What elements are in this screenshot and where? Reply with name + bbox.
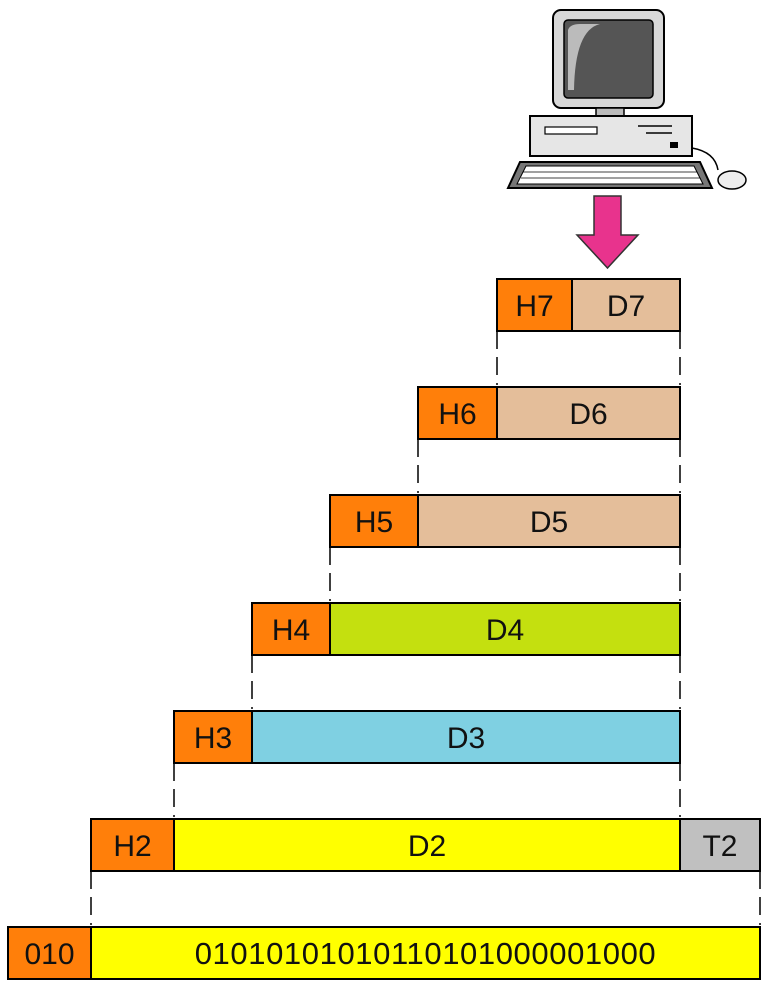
desktop-computer-icon [506, 9, 747, 190]
header-h7-label: H7 [515, 290, 553, 323]
data-d2 [173, 818, 681, 872]
data-d6 [496, 386, 681, 440]
connector-l7-l6 [496, 331, 681, 385]
header-h2-label: H2 [113, 830, 151, 863]
data-d4 [329, 602, 681, 656]
data-d5-label: D5 [530, 506, 568, 539]
connector-l5-l4 [329, 547, 681, 601]
layer-5: H5 D5 [329, 494, 681, 548]
layer-7: H7 D7 [496, 278, 681, 332]
data-d3 [251, 710, 681, 764]
header-h4-label: H4 [272, 614, 310, 647]
layer-6: H6 D6 [417, 386, 681, 440]
connector-l4-l3 [251, 655, 681, 709]
data-d2-label: D2 [408, 830, 446, 863]
header-h6-label: H6 [438, 398, 476, 431]
header-h2 [90, 818, 175, 872]
down-arrow-icon [575, 195, 640, 270]
header-bits-label: 010 [24, 938, 74, 971]
header-h6 [417, 386, 498, 440]
connector-l3-l2 [173, 763, 681, 817]
layer-3: H3 D3 [173, 710, 681, 764]
data-d3-label: D3 [447, 722, 485, 755]
data-d6-label: D6 [569, 398, 607, 431]
layer-2: H2 D2 T2 [90, 818, 761, 872]
data-d7-label: D7 [607, 290, 645, 323]
layer-4: H4 D4 [251, 602, 681, 656]
layer-1: 010 01010101010110101000001000 [7, 926, 761, 980]
bit-stream-label: 01010101010110101000001000 [195, 936, 657, 971]
header-h3-label: H3 [194, 722, 232, 755]
header-h5-label: H5 [355, 506, 393, 539]
trailer-t2 [679, 818, 761, 872]
data-d4-label: D4 [486, 614, 524, 647]
trailer-t2-label: T2 [702, 830, 737, 863]
bit-stream [90, 926, 761, 980]
data-d7 [571, 278, 681, 332]
connector-l6-l5 [417, 439, 681, 493]
header-h4 [251, 602, 331, 656]
connector-l2-l1 [90, 871, 761, 925]
data-d5 [417, 494, 681, 548]
